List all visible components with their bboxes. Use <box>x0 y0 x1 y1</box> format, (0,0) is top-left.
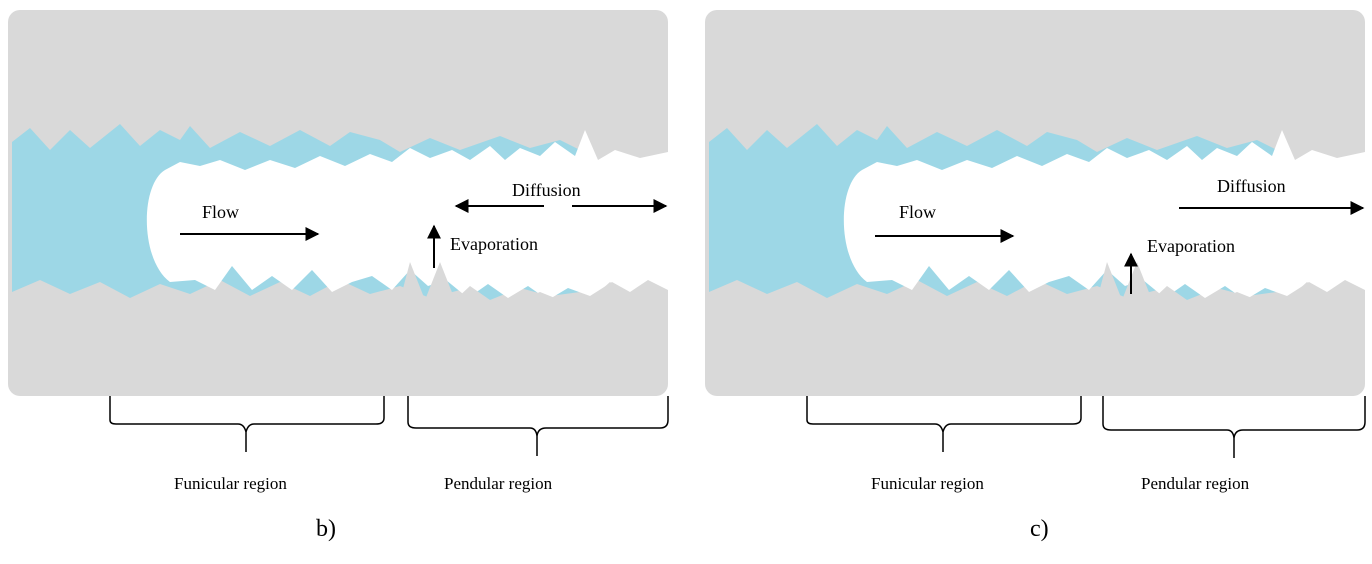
gas-invasion <box>843 130 1365 300</box>
panel-caption: c) <box>1030 516 1049 542</box>
funicular-brace <box>806 396 1082 452</box>
funicular-brace <box>109 396 385 452</box>
evaporation-label: Evaporation <box>450 234 538 254</box>
funicular-region-label: Funicular region <box>871 474 984 493</box>
pendular-wall-edge <box>400 262 668 330</box>
gas-invasion <box>146 130 668 300</box>
diffusion-label: Diffusion <box>512 180 581 200</box>
panel-c: Flow Evaporation Diffusion Funicular reg… <box>705 10 1366 542</box>
pendular-region-label: Pendular region <box>444 474 553 493</box>
funicular-region-label: Funicular region <box>174 474 287 493</box>
pendular-brace <box>407 396 669 456</box>
pendular-region-label: Pendular region <box>1141 474 1250 493</box>
panel-b: Flow Evaporation Diffusion Funicular reg… <box>8 10 669 542</box>
pendular-brace <box>1102 396 1366 458</box>
diffusion-label: Diffusion <box>1217 176 1286 196</box>
panel-caption: b) <box>316 516 336 542</box>
evaporation-label: Evaporation <box>1147 236 1235 256</box>
pendular-wall-edge <box>1097 262 1365 330</box>
flow-label: Flow <box>202 202 239 222</box>
flow-label: Flow <box>899 202 936 222</box>
